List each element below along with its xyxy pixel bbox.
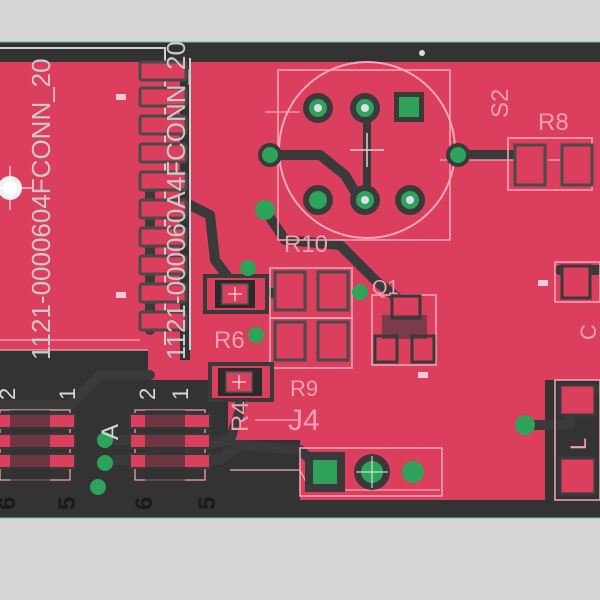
label-fconn-1: 1121-0000604FCONN_20 bbox=[26, 58, 56, 360]
switch-s2[interactable] bbox=[255, 50, 470, 241]
label-r10: R10 bbox=[284, 231, 328, 258]
fconn-pad bbox=[138, 226, 188, 248]
pin-label: 1 bbox=[55, 388, 80, 400]
label-r6: R6 bbox=[214, 327, 245, 354]
fiducial-marks bbox=[116, 94, 548, 378]
connector-fconn-pads[interactable] bbox=[138, 60, 188, 332]
fconn-pad bbox=[138, 114, 188, 136]
fconn-pad bbox=[138, 254, 188, 276]
label-j4: J4 bbox=[288, 404, 320, 437]
pin-label: 5 bbox=[54, 497, 81, 510]
fconn-pad bbox=[138, 60, 188, 82]
label-fconn-2: 1121-000060A4FCONN_20 bbox=[161, 41, 191, 360]
fconn-pad bbox=[138, 198, 188, 220]
label-r9: R9 bbox=[290, 376, 318, 401]
label-q1: Q1 bbox=[372, 277, 399, 299]
header-j4[interactable] bbox=[299, 447, 443, 497]
resistor-r4[interactable] bbox=[208, 362, 274, 402]
pin-label: 6 bbox=[131, 497, 158, 510]
label-r8: R8 bbox=[538, 109, 569, 136]
pin-label: 6 bbox=[0, 497, 21, 510]
pin-label: 1 bbox=[168, 388, 193, 400]
connector-bottom-left-a[interactable] bbox=[0, 409, 76, 482]
label-s2: S2 bbox=[487, 89, 514, 118]
pin-label: 5 bbox=[194, 497, 221, 510]
pin-label: 2 bbox=[135, 388, 160, 400]
label-a: A bbox=[97, 424, 124, 440]
resistor-r6[interactable] bbox=[203, 274, 269, 314]
mounting-hole[interactable] bbox=[0, 166, 32, 210]
resistor-r10[interactable] bbox=[269, 267, 353, 319]
fconn-pad bbox=[138, 86, 188, 108]
fconn-pad bbox=[138, 170, 188, 192]
fconn-pad bbox=[138, 310, 188, 332]
label-l-right: L bbox=[566, 438, 591, 450]
label-c-right: C bbox=[576, 324, 600, 340]
vias[interactable] bbox=[90, 260, 535, 495]
transistor-q1[interactable] bbox=[371, 294, 437, 366]
label-r4: R4 bbox=[227, 401, 254, 432]
component-c-right[interactable] bbox=[554, 261, 600, 303]
connector-bottom-left-b[interactable] bbox=[129, 409, 211, 482]
resistor-r8[interactable] bbox=[507, 137, 594, 191]
fconn-pad bbox=[138, 142, 188, 164]
switch-pad bbox=[255, 200, 275, 220]
component-l-right[interactable] bbox=[554, 379, 600, 501]
pin-label: 2 bbox=[0, 388, 20, 400]
fconn-pad bbox=[138, 282, 188, 304]
resistor-r9[interactable] bbox=[269, 317, 353, 369]
